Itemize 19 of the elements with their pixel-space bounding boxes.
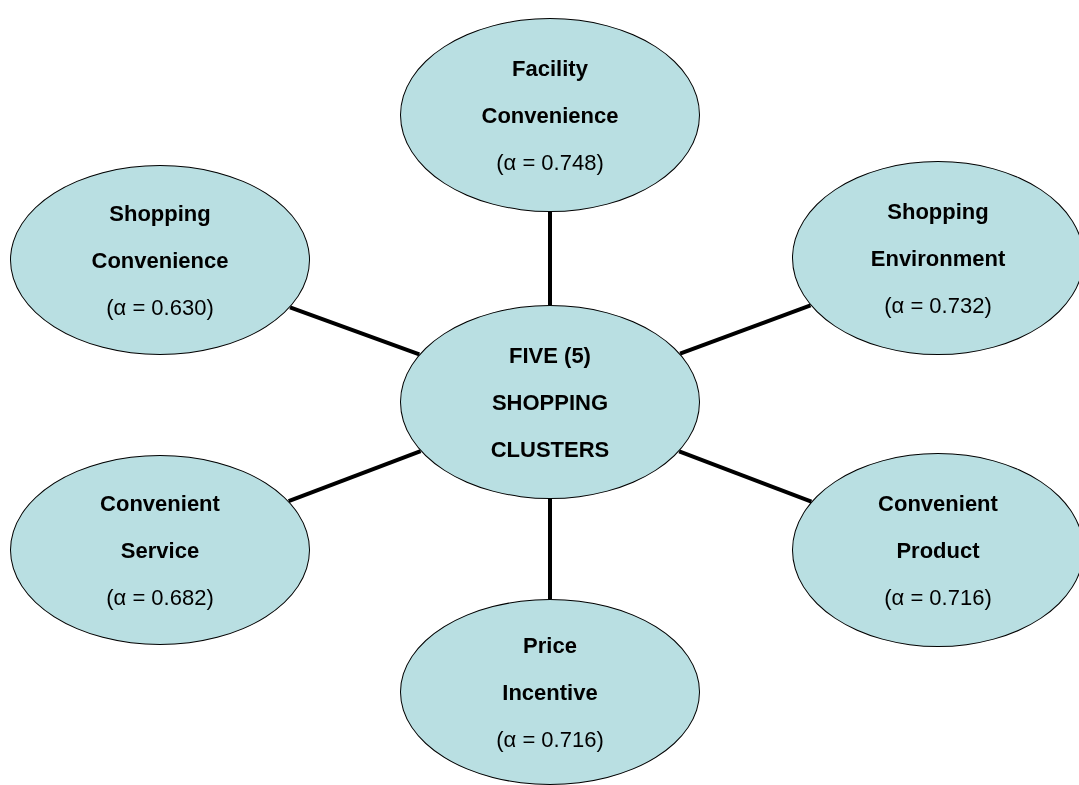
cluster-title: Price Incentive — [502, 631, 598, 707]
cluster-title: Facility Convenience — [481, 54, 619, 130]
connector-line — [289, 305, 420, 357]
cluster-title: Convenient Product — [878, 489, 998, 565]
connector-line — [287, 449, 422, 504]
alpha-value: (α = 0.682) — [106, 583, 214, 612]
cluster-title: Convenient Service — [100, 489, 220, 565]
connector-line — [679, 303, 812, 356]
alpha-value: (α = 0.716) — [496, 725, 604, 754]
alpha-value: (α = 0.716) — [884, 583, 992, 612]
alpha-value: (α = 0.630) — [106, 293, 214, 322]
alpha-value: (α = 0.732) — [884, 291, 992, 320]
connector-line — [678, 449, 813, 504]
alpha-value: (α = 0.748) — [496, 148, 604, 177]
cluster-title: Shopping Convenience — [91, 199, 229, 275]
connector-line — [548, 499, 552, 599]
cluster-title: Shopping Environment — [870, 197, 1006, 273]
connector-line — [548, 212, 552, 305]
cluster-title: FIVE (5) SHOPPING CLUSTERS — [489, 341, 611, 464]
